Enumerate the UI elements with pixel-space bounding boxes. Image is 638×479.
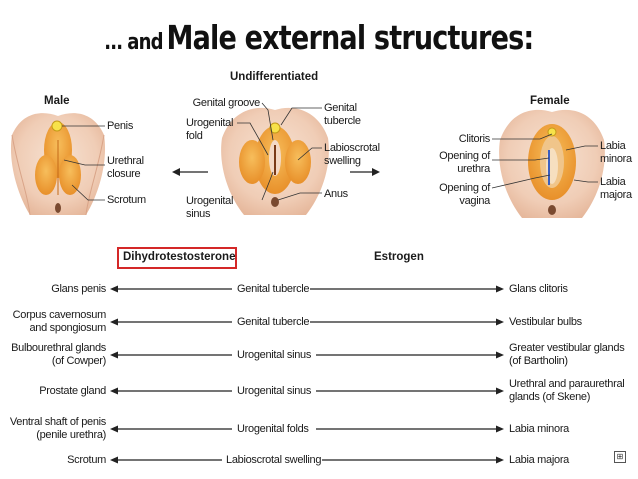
female-structure: Glans clitoris <box>509 283 568 295</box>
male-structure: Scrotum <box>67 454 106 466</box>
label-opening-urethra-2: urethra <box>457 163 490 175</box>
label-labia-minora-2: minora <box>600 153 632 165</box>
female-structure: Vestibular bulbs <box>509 316 582 328</box>
label-genital-tubercle-2: tubercle <box>324 115 361 127</box>
origin-structure: Genital tubercle <box>237 283 310 295</box>
female-structure: Labia majora <box>509 454 569 466</box>
label-opening-vagina-2: vagina <box>459 195 490 207</box>
undifferentiated-label: Undifferentiated <box>230 71 319 83</box>
label-penis: Penis <box>107 120 134 132</box>
label-scrotum: Scrotum <box>107 194 146 206</box>
label-opening-vagina-1: Opening of <box>439 182 490 194</box>
origin-structure: Labioscrotal swelling <box>226 454 322 466</box>
female-structure-line2: (of Bartholin) <box>509 355 568 367</box>
male-structure-line2: and spongiosum <box>29 322 106 334</box>
male-structure: Corpus cavernosum <box>12 309 107 321</box>
male-structure: Ventral shaft of penis <box>9 416 106 428</box>
title-main: Male external structures: <box>166 18 534 57</box>
label-closure: closure <box>107 168 141 180</box>
label-labioscrotal-2: swelling <box>324 155 361 167</box>
undifferentiated-figure <box>221 102 329 215</box>
label-urogenital-sinus-2: sinus <box>186 208 211 220</box>
female-structure: Labia minora <box>509 423 569 435</box>
female-structure: Greater vestibular glands <box>509 342 625 354</box>
male-structure: Prostate gland <box>39 385 106 397</box>
origin-structure: Urogenital sinus <box>237 349 312 361</box>
label-urogenital-sinus-1: Urogenital <box>186 195 234 207</box>
title-prefix: … and <box>104 30 164 55</box>
male-structure-line2: (penile urethra) <box>36 429 106 441</box>
label-opening-urethra-1: Opening of <box>439 150 490 162</box>
origin-structure: Urogenital folds <box>237 423 309 435</box>
label-anus: Anus <box>324 188 348 200</box>
label-urethral: Urethral <box>107 155 144 167</box>
expand-icon[interactable]: ⊞ <box>614 451 626 463</box>
label-labia-majora-2: majora <box>600 189 632 201</box>
header-estrogen: Estrogen <box>374 251 424 263</box>
label-urogenital-fold-1: Urogenital <box>186 117 234 129</box>
female-structure: Urethral and paraurethral <box>509 378 625 390</box>
label-genital-groove: Genital groove <box>192 97 261 109</box>
table-arrows <box>110 285 504 464</box>
female-label: Female <box>530 95 570 107</box>
female-figure <box>491 109 605 218</box>
label-genital-tubercle-1: Genital <box>324 102 357 114</box>
female-structure-line2: glands (of Skene) <box>509 391 591 403</box>
label-urogenital-fold-2: fold <box>186 130 203 142</box>
male-structure: Bulbourethral glands <box>11 342 106 354</box>
label-clitoris: Clitoris <box>458 133 491 145</box>
label-labioscrotal-1: Labioscrotal <box>324 142 380 154</box>
label-labia-minora-1: Labia <box>600 140 626 152</box>
male-figure <box>10 113 106 216</box>
label-labia-majora-1: Labia <box>600 176 626 188</box>
origin-structure: Urogenital sinus <box>237 385 312 397</box>
male-structure-line2: (of Cowper) <box>51 355 106 367</box>
differentiation-arrows <box>172 168 380 176</box>
male-structure: Glans penis <box>51 283 106 295</box>
page-title: … and Male external structures: <box>57 18 580 57</box>
origin-structure: Genital tubercle <box>237 316 310 328</box>
header-dihydrotestosterone: Dihydrotestosterone <box>123 251 236 263</box>
male-label: Male <box>44 95 70 107</box>
dht-highlight-box <box>117 247 237 269</box>
